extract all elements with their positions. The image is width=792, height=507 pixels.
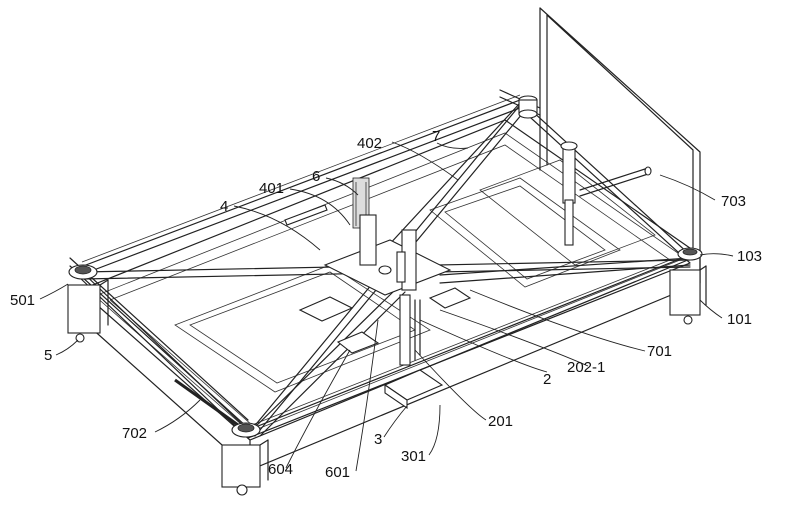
label-3: 3 <box>374 431 382 448</box>
label-202-1: 202-1 <box>567 359 605 376</box>
label-7: 7 <box>432 128 440 145</box>
center-assembly <box>284 177 472 410</box>
label-401: 401 <box>259 180 284 197</box>
label-103: 103 <box>737 248 762 265</box>
label-701: 701 <box>647 343 672 360</box>
label-501: 501 <box>10 292 35 309</box>
label-301: 301 <box>401 448 426 465</box>
label-402: 402 <box>357 135 382 152</box>
leader-lines <box>39 141 734 472</box>
label-2: 2 <box>543 371 551 388</box>
label-201: 201 <box>488 413 513 430</box>
label-702: 702 <box>122 425 147 442</box>
label-101: 101 <box>727 311 752 328</box>
label-5: 5 <box>44 347 52 364</box>
reference-labels: 7 402 6 401 4 703 103 101 501 5 701 202-… <box>10 128 762 481</box>
label-4: 4 <box>220 198 228 215</box>
label-6: 6 <box>312 168 320 185</box>
label-703: 703 <box>721 193 746 210</box>
corner-units <box>67 247 707 496</box>
label-604: 604 <box>268 461 293 478</box>
label-601: 601 <box>325 464 350 481</box>
rear-crossbar <box>579 166 652 197</box>
top-post-bar <box>499 89 578 246</box>
